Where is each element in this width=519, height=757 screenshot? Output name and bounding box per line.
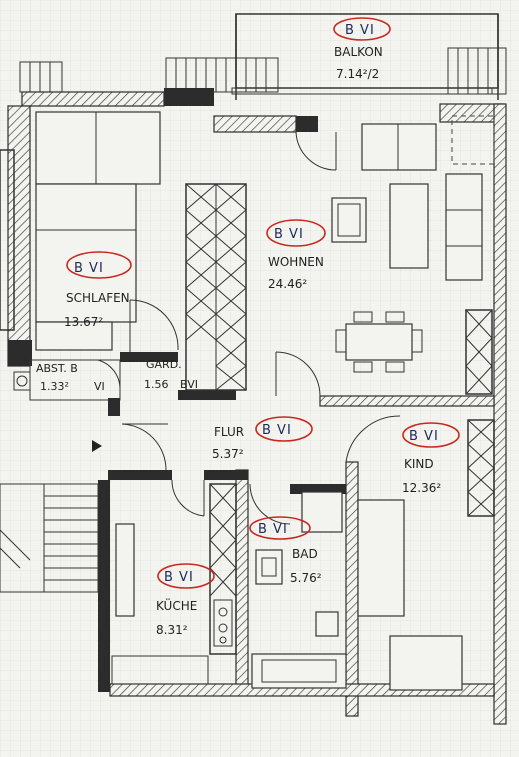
room-code: BVI [180, 378, 198, 391]
walls [0, 88, 507, 725]
label-balkon: B VI BALKON 7.14²/2 [333, 17, 391, 81]
room-area: 8.31² [156, 623, 188, 637]
room-name: BAD [292, 547, 318, 561]
label-bad: B VI BAD 5.76² [249, 516, 322, 585]
marker-circle [333, 17, 391, 41]
marker-circle [157, 563, 215, 589]
room-name: KÜCHE [156, 597, 197, 613]
marker-circle [249, 516, 311, 540]
label-gard: GARD. 1.56 BVI [144, 358, 198, 391]
marker-circle [255, 416, 313, 442]
bathtub [251, 653, 347, 689]
armchair [331, 197, 367, 243]
label-wohnen: B VI WOHNEN 24.46² [266, 219, 326, 291]
marker-circle [266, 219, 326, 247]
room-code: B VI [262, 423, 292, 438]
balcony-railing-left [165, 57, 279, 93]
storage-rooms [13, 359, 121, 452]
room-name: ABST. B [36, 362, 78, 375]
balcony [19, 13, 507, 100]
label-abst: ABST. B 1.33² VI [36, 362, 105, 393]
room-area: 5.76² [290, 571, 322, 585]
shower [301, 491, 343, 533]
room-code: VI [94, 380, 105, 393]
room-code: B VI [74, 261, 104, 276]
room-code: B VI [274, 227, 304, 242]
kind-furniture [357, 419, 495, 691]
label-kind: B VI KIND 12.36² [402, 422, 460, 495]
dining-table [345, 323, 413, 361]
bath-fixtures [251, 491, 347, 689]
toilet [315, 611, 339, 637]
label-kueche: B VI KÜCHE 8.31² [156, 563, 215, 637]
label-flur: FLUR B VI 5.37² [212, 416, 313, 461]
room-area: 24.46² [268, 277, 307, 291]
room-code: B VI [345, 23, 375, 38]
coffee-table [389, 183, 429, 269]
room-area: 13.67² [64, 315, 103, 329]
bedroom-furniture [35, 111, 247, 391]
living-furniture [275, 115, 495, 397]
room-area: 7.14²/2 [336, 67, 379, 81]
entrance-arrow [92, 440, 102, 452]
room-name: KIND [404, 457, 434, 471]
washbasin [255, 549, 283, 585]
room-name: FLUR [214, 425, 244, 439]
balcony-railing-right [447, 47, 507, 95]
nightstand [35, 321, 113, 351]
kitchen-bench [115, 523, 135, 617]
room-name: SCHLAFEN [66, 291, 130, 305]
room-name: GARD. [146, 358, 182, 371]
room-code: B VI [258, 522, 288, 537]
room-area: 1.56 [144, 378, 169, 391]
marker-circle [66, 251, 132, 279]
kind-desk [357, 499, 405, 617]
room-name: BALKON [334, 45, 383, 59]
room-code: B VI [409, 429, 439, 444]
label-schlafen: B VI SCHLAFEN 13.67² [64, 251, 132, 329]
stairs [0, 483, 99, 593]
marker-circle [402, 422, 460, 448]
sofa-back [361, 123, 437, 171]
room-area: 1.33² [40, 380, 69, 393]
kitchen-furniture [111, 483, 237, 685]
corridor-doors [121, 415, 401, 525]
room-name: WOHNEN [268, 255, 324, 269]
bed-headboard [35, 111, 161, 185]
room-area: 5.37² [212, 447, 244, 461]
kind-bed [389, 635, 463, 691]
room-code: B VI [164, 570, 194, 585]
shelf-living [465, 309, 493, 395]
washer [13, 371, 31, 391]
sofa [445, 173, 483, 281]
room-area: 12.36² [402, 481, 441, 495]
